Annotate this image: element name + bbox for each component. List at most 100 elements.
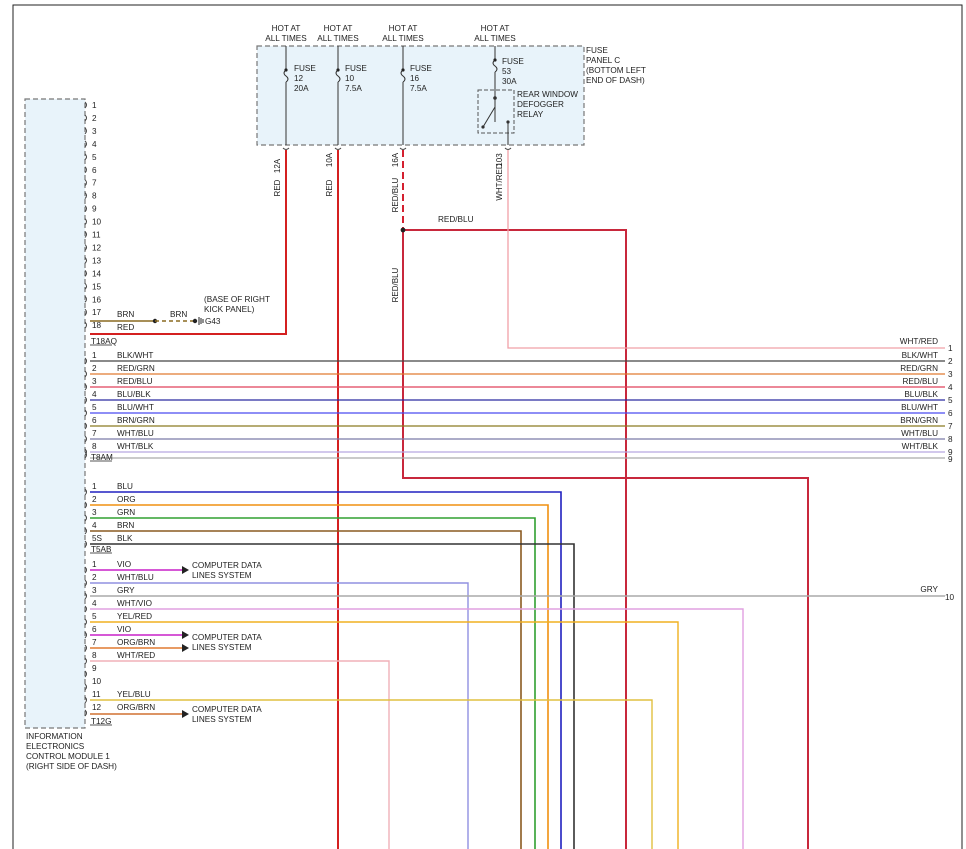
wire-color-label: BLU/WHT <box>117 403 154 412</box>
ground-g43: BRN RED BRN G43 (BASE OF RIGHT KICK PANE… <box>90 295 270 332</box>
terminal-number: 9 <box>948 448 953 457</box>
svg-text:BRN: BRN <box>170 310 187 319</box>
svg-text:REAR WINDOW: REAR WINDOW <box>517 90 578 99</box>
pin-arc <box>84 166 87 174</box>
pin-arc <box>84 179 87 187</box>
pin-arc <box>84 127 87 135</box>
svg-text:RED: RED <box>273 179 282 196</box>
terminal-number: 7 <box>948 422 953 431</box>
svg-text:FUSE: FUSE <box>502 57 524 66</box>
svg-text:PANEL C: PANEL C <box>586 56 620 65</box>
svg-text:DEFOGGER: DEFOGGER <box>517 100 564 109</box>
svg-text:20A: 20A <box>294 84 309 93</box>
pin-arc <box>84 409 87 417</box>
svg-text:LINES SYSTEM: LINES SYSTEM <box>192 715 252 724</box>
pin-number: 2 <box>92 495 97 504</box>
pin-arc <box>84 696 87 704</box>
connector-id: T18AQ <box>91 337 117 346</box>
pin-arc <box>84 670 87 678</box>
svg-text:HOT AT: HOT AT <box>481 24 510 33</box>
terminal-number: 9 <box>948 455 953 464</box>
svg-text:COMPUTER DATA: COMPUTER DATA <box>192 633 262 642</box>
pin-number: 9 <box>92 664 97 673</box>
wire-grn <box>90 517 536 849</box>
pin-number: 6 <box>92 625 97 634</box>
svg-text:WHT/RED: WHT/RED <box>495 163 504 201</box>
pin-number: 2 <box>92 364 97 373</box>
terminal-number: 2 <box>948 357 953 366</box>
svg-text:ELECTRONICS: ELECTRONICS <box>26 742 85 751</box>
pin-arc <box>84 231 87 238</box>
pin-number: 5S <box>92 534 103 543</box>
wire-color-label: VIO <box>117 560 131 569</box>
svg-text:ALL TIMES: ALL TIMES <box>265 34 307 43</box>
pin-number: 1 <box>92 101 97 110</box>
pin-arc <box>84 435 87 443</box>
pin-arc <box>84 488 87 496</box>
pin-arc <box>84 321 87 329</box>
pin-arc <box>84 631 87 639</box>
pin-number: 17 <box>92 308 102 317</box>
pin-number: 5 <box>92 153 97 162</box>
pin-arc <box>84 282 87 290</box>
svg-text:53: 53 <box>502 67 512 76</box>
pin-number: 3 <box>92 586 97 595</box>
terminal-number: 4 <box>948 383 953 392</box>
pin-number: 14 <box>92 269 102 278</box>
pin-arc <box>84 269 87 277</box>
pin-arc <box>84 566 87 574</box>
svg-text:RED: RED <box>117 323 134 332</box>
wire-color-label: ORG <box>117 495 136 504</box>
pin-number: 7 <box>92 179 97 188</box>
wire-brn <box>90 530 522 849</box>
pin-arc <box>84 618 87 626</box>
svg-text:(RIGHT SIDE OF DASH): (RIGHT SIDE OF DASH) <box>26 762 117 771</box>
fuse-output-wires <box>90 150 945 849</box>
wire-color-label: WHT/RED <box>117 651 155 660</box>
pin-arc <box>84 218 87 225</box>
fuse-panel-box <box>256 45 585 146</box>
pin-number: 11 <box>92 690 101 699</box>
svg-text:30A: 30A <box>502 77 517 86</box>
wire-color-label: ORG/BRN <box>117 638 155 647</box>
pin-number: 4 <box>92 390 97 399</box>
wire-org <box>90 504 549 849</box>
svg-text:10: 10 <box>945 593 955 602</box>
pin-number: 7 <box>92 429 97 438</box>
wire-color-label-right: WHT/BLU <box>901 429 938 438</box>
svg-text:FUSE: FUSE <box>410 64 432 73</box>
wire-color-label-right: BRN/GRN <box>900 416 938 425</box>
wire-blk <box>90 543 575 849</box>
pin-arc <box>84 205 87 212</box>
wire-color-label: WHT/BLU <box>117 429 154 438</box>
pin-arc <box>84 448 87 456</box>
pin-arc <box>84 514 87 522</box>
svg-text:LINES SYSTEM: LINES SYSTEM <box>192 571 252 580</box>
wire-color-label: BRN <box>117 521 134 530</box>
wire-color-label: ORG/BRN <box>117 703 155 712</box>
fuse-labels: FUSE 12 20A FUSE 10 7.5A FUSE 16 7.5A FU… <box>294 57 524 93</box>
svg-text:WHT/RED: WHT/RED <box>900 337 938 346</box>
terminal-number: 3 <box>948 370 953 379</box>
rear-window-defogger-relay: REAR WINDOW DEFOGGER RELAY <box>477 88 578 145</box>
info-electronics-module-box <box>24 98 86 729</box>
svg-text:COMPUTER DATA: COMPUTER DATA <box>192 705 262 714</box>
pin-arc <box>84 501 87 509</box>
svg-text:RED/BLU: RED/BLU <box>391 177 400 212</box>
fuse-10 <box>335 46 341 145</box>
wht-red-right-label: WHT/RED 1 <box>900 337 953 353</box>
svg-text:ALL TIMES: ALL TIMES <box>474 34 516 43</box>
svg-text:COMPUTER DATA: COMPUTER DATA <box>192 561 262 570</box>
pin-number: 18 <box>92 321 102 330</box>
fuse-dots <box>284 58 497 72</box>
terminal-number: 8 <box>948 435 953 444</box>
pin-arc <box>84 383 87 391</box>
wire-wht-red <box>90 660 390 849</box>
wire-color-label: WHT/BLK <box>117 442 154 451</box>
svg-text:HOT AT: HOT AT <box>324 24 353 33</box>
pin-number: 12 <box>92 703 102 712</box>
wire-color-label: WHT/VIO <box>117 599 152 608</box>
svg-text:CONTROL MODULE 1: CONTROL MODULE 1 <box>26 752 110 761</box>
pin-number: 5 <box>92 403 97 412</box>
